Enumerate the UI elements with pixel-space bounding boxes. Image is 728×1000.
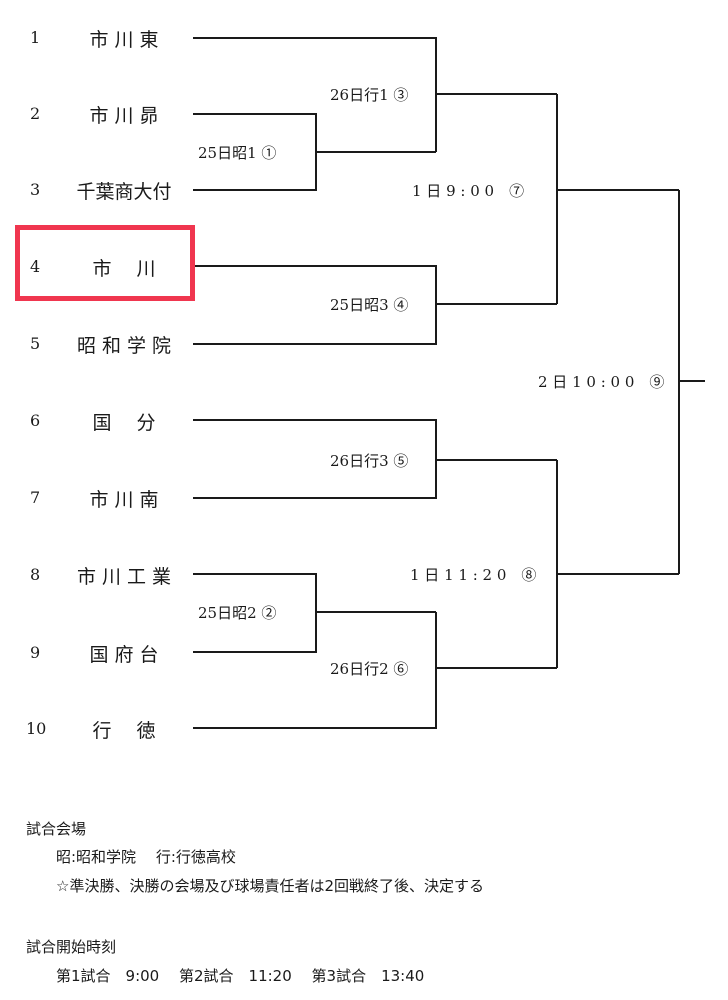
highlight-box	[15, 225, 195, 301]
match-label-m8: 1 日 1 1 : 2 0 ⑧	[410, 566, 537, 584]
time-title: 試合開始時刻	[26, 938, 117, 956]
team-3: 千葉商大付	[76, 181, 172, 203]
match-label-m6: 26日行2 ⑥	[330, 660, 409, 678]
team-2: 市 川 昴	[89, 105, 159, 127]
seed-6: 6	[30, 411, 41, 430]
seed-9: 9	[30, 643, 41, 662]
match-label-m4: 25日昭3 ④	[330, 296, 409, 314]
seed-8: 8	[30, 565, 41, 584]
time-line: 第1試合 9:00 第2試合 11:20 第3試合 13:40	[56, 967, 425, 985]
team-5: 昭 和 学 院	[76, 335, 172, 357]
team-8: 市 川 工 業	[76, 566, 172, 588]
seed-2: 2	[30, 104, 41, 123]
match-label-m2: 25日昭2 ②	[198, 604, 277, 622]
seed-5: 5	[30, 334, 41, 353]
seed-10: 10	[26, 719, 47, 738]
match-label-m9: 2 日 1 0 : 0 0 ⑨	[538, 373, 665, 391]
seed-1: 1	[30, 28, 41, 47]
venue-title: 試合会場	[26, 820, 87, 838]
team-9: 国 府 台	[89, 644, 159, 666]
venue-note: ☆準決勝、決勝の会場及び球場責任者は2回戦終了後、決定する	[56, 877, 484, 895]
line-m3	[193, 37, 437, 152]
match-label-m3: 26日行1 ③	[330, 86, 409, 104]
match-label-m7: 1 日 9 : 0 0 ⑦	[412, 182, 525, 200]
match-label-m5: 26日行3 ⑤	[330, 452, 409, 470]
team-7: 市 川 南	[89, 489, 159, 511]
seed-4: 4	[30, 257, 41, 276]
venue-line: 昭:昭和学院 行:行徳高校	[56, 848, 236, 866]
match-label-m1: 25日昭1 ①	[198, 144, 277, 162]
team-1: 市 川 東	[89, 29, 159, 51]
seed-7: 7	[30, 488, 41, 507]
team-6: 国 分	[92, 412, 156, 434]
team-4: 市 川	[92, 258, 156, 280]
seed-3: 3	[30, 180, 41, 199]
line-m6	[193, 612, 437, 729]
team-10: 行 徳	[92, 720, 156, 742]
